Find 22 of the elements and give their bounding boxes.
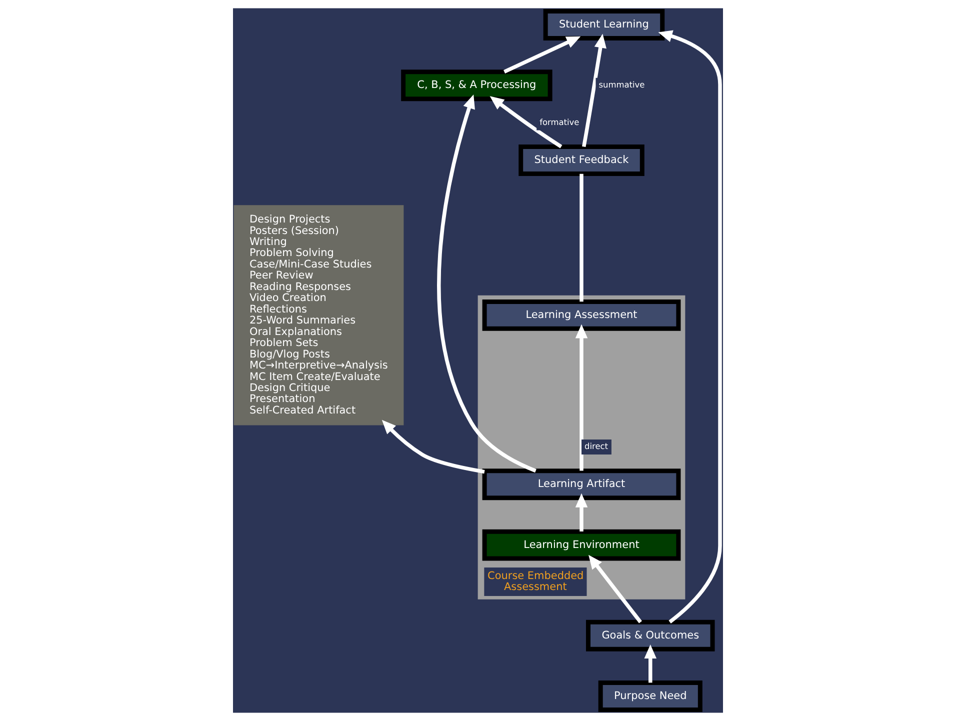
arrow (504, 36, 581, 74)
arrow (490, 96, 562, 148)
node-box: Design Projects Posters (Session) Writing Problem Solving Case/Mini-Case Studies Peer Review Reading Responses Video Creation Reflections 25-Word Summaries Oral Explanations Problem Sets Blog/Vlog Posts MC→Interpretive→Analysis MC Item Create/Evaluate Design Critique Presentation Self-Created Artifact (234, 205, 404, 426)
connector (580, 174, 584, 302)
node-box: Student Feedback (518, 144, 644, 176)
arrow (575, 324, 588, 471)
arrow (575, 493, 588, 532)
arrow (588, 554, 642, 624)
node-box: Purpose Need (598, 680, 702, 712)
node-box: Learning Environment (482, 529, 681, 561)
arrow (382, 420, 485, 474)
edge-label: direct (584, 441, 608, 452)
node-box: Learning Assessment (482, 299, 681, 331)
arrow (644, 644, 657, 683)
arrow (582, 34, 606, 148)
node-box: Goals & Outcomes (586, 620, 715, 652)
arrow (437, 94, 536, 473)
edge-label: formative (540, 116, 580, 127)
edge-label: summative (598, 79, 645, 90)
node-box: Student Learning (543, 9, 665, 40)
node-box: Learning Artifact (482, 468, 681, 500)
node-box: C, B, S, & A Processing (401, 70, 552, 102)
